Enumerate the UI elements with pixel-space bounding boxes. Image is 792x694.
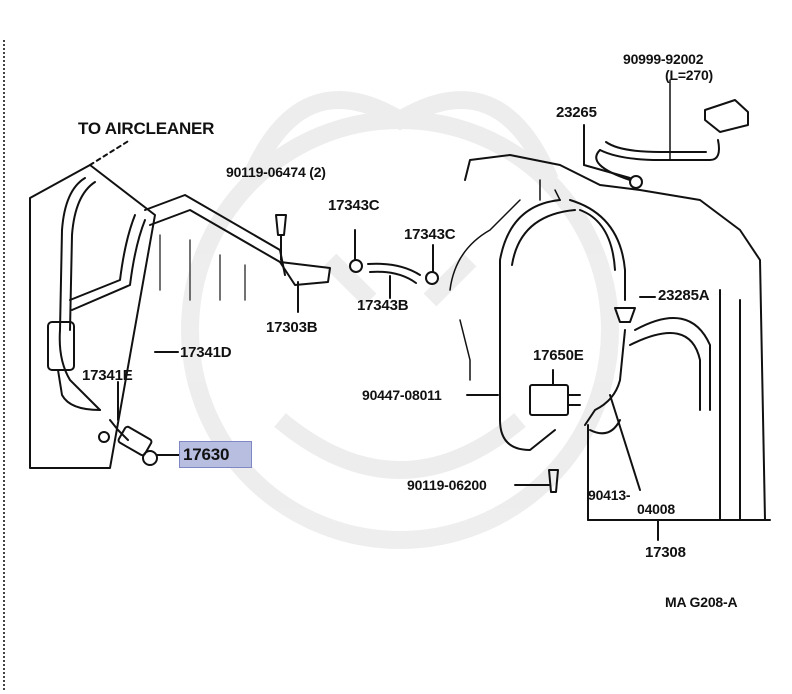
clamp-17343c-b — [425, 271, 439, 285]
bracket-17303b — [279, 261, 331, 286]
part-17341e[interactable]: 17341E — [82, 367, 133, 384]
part-90447-08011[interactable]: 90447-08011 — [362, 387, 442, 403]
bolt-90119-06200 — [548, 469, 559, 493]
engine-outline — [464, 154, 766, 521]
vacuum-sensor-90999 — [704, 99, 749, 133]
highlight-box-17630[interactable] — [179, 441, 252, 468]
bolt-90119-06474 — [275, 214, 287, 236]
hose-23285a-side — [569, 199, 626, 301]
label-to-aircleaner: TO AIRCLEANER — [78, 119, 215, 138]
part-17341d[interactable]: 17341D — [180, 344, 232, 361]
part-90413[interactable]: 90413- — [588, 487, 631, 503]
figure-code: MA G208-A — [665, 594, 738, 610]
hose-23265 — [599, 139, 720, 161]
clamp-23265 — [629, 175, 643, 189]
part-17343c-a[interactable]: 17343C — [328, 197, 380, 214]
filter-canister — [47, 321, 75, 371]
part-90119-06200[interactable]: 90119-06200 — [407, 477, 487, 493]
part-04008[interactable]: 04008 — [637, 501, 675, 517]
hose-90447-08011 — [499, 199, 561, 451]
part-17303b[interactable]: 17303B — [266, 319, 318, 336]
part-17343b[interactable]: 17343B — [357, 297, 409, 314]
part-17308[interactable]: 17308 — [645, 544, 686, 561]
watermark-logo — [181, 91, 619, 549]
valve-23285a — [614, 307, 636, 323]
page-left-border — [3, 40, 5, 690]
part-90119-06474[interactable]: 90119-06474 (2) — [226, 164, 326, 180]
hose-17341d — [58, 177, 101, 411]
clamp-17343c-a — [349, 259, 363, 273]
part-23285a[interactable]: 23285A — [658, 287, 710, 304]
valve-17630-shape — [98, 425, 158, 466]
part-17343c-b[interactable]: 17343C — [404, 226, 456, 243]
part-17650e[interactable]: 17650E — [533, 347, 584, 364]
part-23265[interactable]: 23265 — [556, 104, 597, 121]
vsv-17650e — [529, 384, 569, 416]
part-17630[interactable]: 17630 — [183, 445, 230, 464]
part-90999-92002[interactable]: 90999-92002 — [623, 51, 704, 67]
to-aircleaner-leader — [89, 139, 131, 166]
hose-17343b — [367, 262, 421, 284]
leader-90413 — [609, 394, 641, 491]
left-frame-outline — [29, 164, 156, 469]
hose-17341e — [109, 419, 129, 441]
part-90999-length: (L=270) — [665, 67, 714, 83]
